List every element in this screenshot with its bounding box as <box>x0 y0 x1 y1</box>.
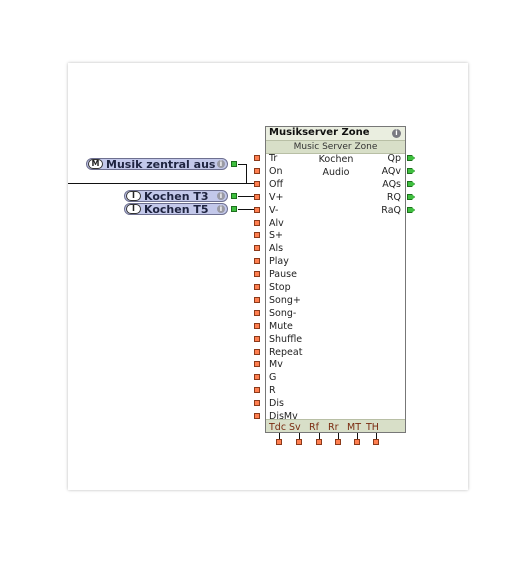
output-port-pin[interactable] <box>407 194 415 200</box>
parameter-label: TH <box>366 422 379 433</box>
input-port-label: Tr <box>269 153 278 164</box>
input-block-musik-zentral-aus[interactable]: M Musik zentral aus i <box>86 158 228 171</box>
info-icon[interactable]: i <box>217 160 225 168</box>
connection-line <box>238 209 257 210</box>
output-port-pin[interactable] <box>407 181 415 187</box>
input-port-pin[interactable] <box>254 271 260 277</box>
input-port-label: S+ <box>269 230 283 241</box>
parameter-stub <box>279 433 280 439</box>
input-port-label: DisMv <box>269 411 298 422</box>
block-title: Musikserver Zone <box>269 127 370 138</box>
info-icon[interactable]: i <box>217 192 225 200</box>
input-block-label: Kochen T3 <box>144 190 209 203</box>
input-port-label: Song- <box>269 308 297 319</box>
input-port-pin[interactable] <box>254 155 260 161</box>
output-port-pin[interactable] <box>407 207 415 213</box>
parameter-pin[interactable] <box>335 439 341 445</box>
input-port-label: R <box>269 385 276 396</box>
parameter-pin[interactable] <box>354 439 360 445</box>
music-server-zone-block[interactable]: Musikserver Zone i Music Server Zone Koc… <box>265 126 406 433</box>
input-port-label: Play <box>269 256 289 267</box>
input-port-label: Dis <box>269 398 284 409</box>
parameter-stub <box>376 433 377 439</box>
input-port-label: V- <box>269 205 279 216</box>
input-port-pin[interactable] <box>254 387 260 393</box>
parameter-label: Sv <box>289 422 301 433</box>
input-port-pin[interactable] <box>254 336 260 342</box>
input-port-pin[interactable] <box>254 400 260 406</box>
output-port-label: RaQ <box>381 205 401 216</box>
input-port-label: Als <box>269 243 284 254</box>
input-block-kochen-t3[interactable]: I Kochen T3 i <box>124 190 228 203</box>
input-port-pin[interactable] <box>254 220 260 226</box>
input-port-label: Off <box>269 179 284 190</box>
memory-badge-icon: M <box>88 159 103 169</box>
zone-type: Audio <box>322 167 350 178</box>
input-port-pin[interactable] <box>254 349 260 355</box>
input-port-pin[interactable] <box>254 207 260 213</box>
input-port-pin[interactable] <box>254 284 260 290</box>
input-port-pin[interactable] <box>254 232 260 238</box>
parameter-label: Rf <box>309 422 319 433</box>
input-badge-icon: I <box>126 191 141 201</box>
output-port-label: AQs <box>382 179 401 190</box>
input-block-kochen-t5[interactable]: I Kochen T5 i <box>124 203 228 216</box>
parameter-pin[interactable] <box>373 439 379 445</box>
parameter-stub <box>299 433 300 439</box>
connection-line <box>238 196 257 197</box>
input-port-label: G <box>269 372 277 383</box>
zone-name: Kochen <box>318 154 354 165</box>
parameter-stub <box>319 433 320 439</box>
connection-line <box>238 164 247 165</box>
input-port-pin[interactable] <box>254 361 260 367</box>
parameter-label: Tdc <box>269 422 287 433</box>
parameter-pin[interactable] <box>296 439 302 445</box>
input-port-label: V+ <box>269 192 284 203</box>
block-header: Musikserver Zone i <box>266 127 405 141</box>
input-port-label: Stop <box>269 282 291 293</box>
input-block-label: Musik zentral aus <box>106 158 216 171</box>
input-badge-icon: I <box>126 204 141 214</box>
block-subtitle: Music Server Zone <box>266 141 405 154</box>
parameter-label: Rr <box>328 422 339 433</box>
input-port-label: Shuffle <box>269 334 303 345</box>
connection-line <box>68 183 257 184</box>
output-port-label: RQ <box>386 192 401 203</box>
input-port-pin[interactable] <box>254 194 260 200</box>
connection-line <box>246 164 247 184</box>
block-footer <box>266 419 405 432</box>
input-port-pin[interactable] <box>254 181 260 187</box>
input-port-label: Repeat <box>269 347 303 358</box>
input-port-pin[interactable] <box>254 310 260 316</box>
parameter-label: MT <box>347 422 361 433</box>
input-port-pin[interactable] <box>254 413 260 419</box>
info-icon[interactable]: i <box>217 205 225 213</box>
output-port-label: AQv <box>381 166 401 177</box>
output-port-label: Qp <box>387 153 401 164</box>
input-port-pin[interactable] <box>254 245 260 251</box>
input-port-label: Pause <box>269 269 297 280</box>
parameter-pin[interactable] <box>316 439 322 445</box>
input-port-label: On <box>269 166 283 177</box>
input-port-label: Mute <box>269 321 293 332</box>
output-pin[interactable] <box>231 206 237 212</box>
parameter-stub <box>357 433 358 439</box>
input-port-label: Alv <box>269 218 284 229</box>
input-port-pin[interactable] <box>254 323 260 329</box>
output-pin[interactable] <box>231 161 237 167</box>
parameter-pin[interactable] <box>276 439 282 445</box>
input-port-pin[interactable] <box>254 168 260 174</box>
input-port-label: Mv <box>269 359 283 370</box>
input-port-pin[interactable] <box>254 374 260 380</box>
input-port-pin[interactable] <box>254 258 260 264</box>
input-block-label: Kochen T5 <box>144 203 209 216</box>
output-pin[interactable] <box>231 193 237 199</box>
output-port-pin[interactable] <box>407 155 415 161</box>
output-port-pin[interactable] <box>407 168 415 174</box>
parameter-stub <box>338 433 339 439</box>
input-port-label: Song+ <box>269 295 301 306</box>
input-port-pin[interactable] <box>254 297 260 303</box>
info-icon[interactable]: i <box>392 129 401 138</box>
